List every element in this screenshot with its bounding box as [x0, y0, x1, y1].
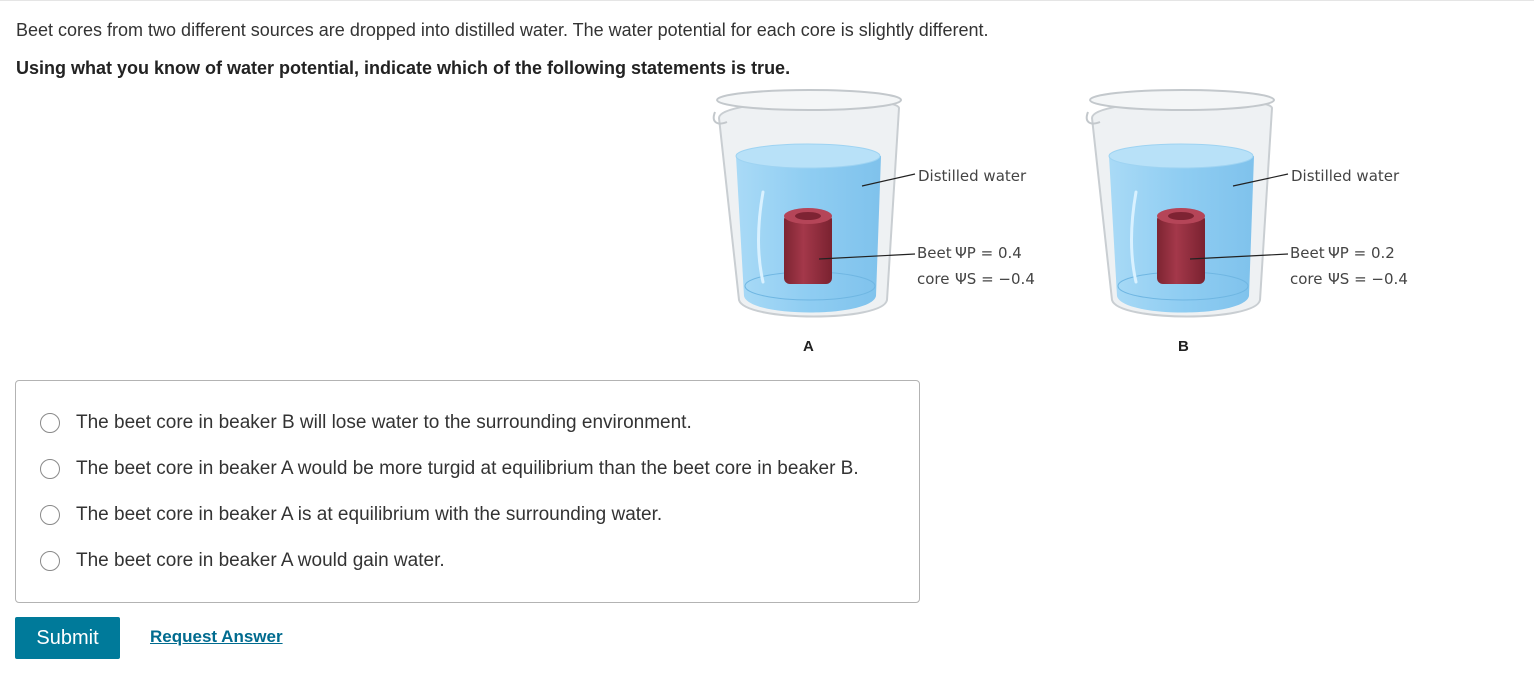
beaker-a-spout — [712, 111, 728, 125]
beaker-b-rim — [1089, 89, 1275, 111]
beaker-b-water-label: Distilled water — [1291, 167, 1400, 185]
question-instruction: Using what you know of water potential, … — [16, 58, 791, 78]
beaker-a-core-leader — [818, 253, 916, 260]
beaker-b-core-label-2: core — [1290, 270, 1323, 288]
answer-options: The beet core in beaker B will lose wate… — [15, 380, 920, 603]
beaker-a-psi-p: ΨP = 0.4 — [955, 244, 1022, 262]
top-divider — [0, 0, 1534, 1]
submit-button[interactable]: Submit — [15, 617, 120, 659]
answer-option-1[interactable]: The beet core in beaker B will lose wate… — [40, 410, 692, 436]
beaker-a-beet-core — [784, 214, 832, 284]
answer-option-4[interactable]: The beet core in beaker A would gain wat… — [40, 548, 445, 574]
question-intro: Beet cores from two different sources ar… — [16, 20, 989, 40]
answer-option-label[interactable]: The beet core in beaker B will lose wate… — [76, 412, 692, 433]
beaker-b-letter: B — [1178, 338, 1189, 355]
beaker-b-core-label-1: Beet — [1290, 244, 1325, 262]
radio-button[interactable] — [40, 413, 60, 433]
beaker-figure-svg: Distilled water Beet ΨP = 0.4 core ΨS = … — [712, 89, 1408, 355]
beaker-a-water-leader — [861, 173, 916, 187]
beaker-b-water-surface — [1108, 143, 1254, 169]
beaker-a-core-label-2: core — [917, 270, 950, 288]
beaker-b-core-leader — [1189, 253, 1289, 260]
beaker-b-spout — [1085, 111, 1101, 125]
answer-option-2[interactable]: The beet core in beaker A would be more … — [40, 456, 859, 482]
answer-option-3[interactable]: The beet core in beaker A is at equilibr… — [40, 502, 662, 528]
answer-option-label[interactable]: The beet core in beaker A is at equilibr… — [76, 504, 663, 525]
request-answer-link[interactable]: Request Answer — [150, 627, 283, 646]
beaker-a: Distilled water Beet ΨP = 0.4 core ΨS = … — [712, 89, 1035, 355]
beaker-b-water-leader — [1232, 173, 1289, 187]
beaker-b: Distilled water Beet ΨP = 0.2 core ΨS = … — [1085, 89, 1408, 355]
beaker-a-water-surface — [735, 143, 881, 169]
radio-button[interactable] — [40, 505, 60, 525]
beaker-a-beet-core-hole — [795, 212, 821, 220]
beaker-a-rim — [716, 89, 902, 111]
beaker-b-psi-s: ΨS = −0.4 — [1328, 270, 1408, 288]
beaker-a-psi-s: ΨS = −0.4 — [955, 270, 1035, 288]
beaker-a-highlight — [757, 190, 765, 284]
radio-button[interactable] — [40, 459, 60, 479]
answer-option-label[interactable]: The beet core in beaker A would gain wat… — [76, 550, 445, 571]
answer-option-label[interactable]: The beet core in beaker A would be more … — [76, 458, 859, 479]
beaker-figure: Distilled water Beet ΨP = 0.4 core ΨS = … — [705, 86, 1425, 356]
beaker-a-core-label-1: Beet — [917, 244, 952, 262]
beaker-b-beet-core — [1157, 214, 1205, 284]
beaker-b-highlight — [1130, 190, 1138, 284]
radio-button[interactable] — [40, 551, 60, 571]
beaker-a-letter: A — [803, 338, 814, 355]
beaker-b-psi-p: ΨP = 0.2 — [1328, 244, 1395, 262]
beaker-b-beet-core-hole — [1168, 212, 1194, 220]
beaker-a-water-label: Distilled water — [918, 167, 1027, 185]
